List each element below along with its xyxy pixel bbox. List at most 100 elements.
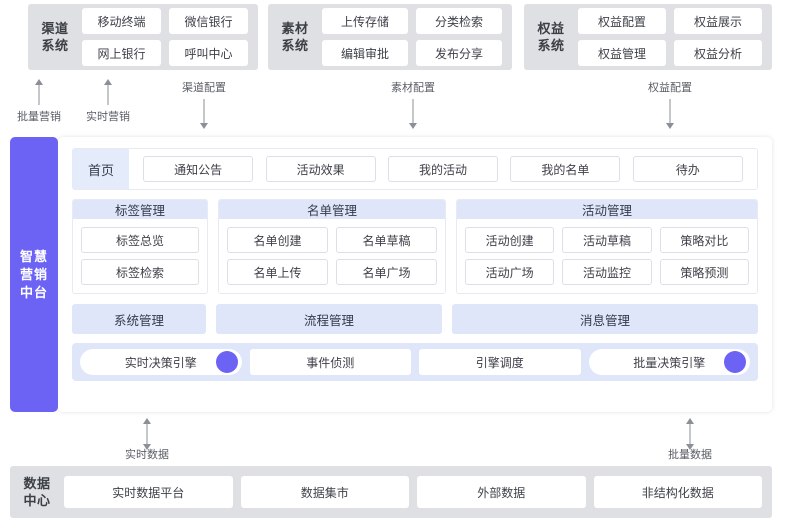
arrow-label-batch-data: 批量数据 <box>668 449 712 461</box>
arrow-label-material-config: 素材配置 <box>391 82 435 94</box>
item-list-create[interactable]: 名单创建 <box>227 227 328 253</box>
material-system-panel: 素材 系统 上传存储 分类检索 编辑审批 发布分享 <box>268 4 512 70</box>
tab-my-activity[interactable]: 我的活动 <box>387 156 498 182</box>
material-system-title: 素材 系统 <box>268 20 322 54</box>
data-item-data-mart[interactable]: 数据集市 <box>240 476 409 508</box>
card-list-management: 名单管理 名单创建 名单草稿 名单上传 名单广场 <box>218 199 446 294</box>
channel-item-call-center[interactable]: 呼叫中心 <box>169 40 248 66</box>
tab-my-list[interactable]: 我的名单 <box>510 156 621 182</box>
data-item-external-data[interactable]: 外部数据 <box>417 476 586 508</box>
material-item-edit-approval[interactable]: 编辑审批 <box>322 40 408 66</box>
data-item-realtime-platform[interactable]: 实时数据平台 <box>64 476 233 508</box>
tab-todo[interactable]: 待办 <box>632 156 743 182</box>
arrow-label-rights-config: 权益配置 <box>648 82 692 94</box>
data-center-title: 数据 中心 <box>10 475 64 509</box>
platform-engine-row: 实时决策引擎 事件侦测 引擎调度 批量决策引擎 <box>72 343 758 381</box>
engine-batch-decision[interactable]: 批量决策引擎 <box>588 349 750 375</box>
data-center-title-line-1: 数据 <box>23 476 51 491</box>
arrow-shaft <box>203 99 205 124</box>
rights-item-config[interactable]: 权益配置 <box>578 8 666 34</box>
arrow-shaft <box>38 84 40 105</box>
platform-card-row: 标签管理 标签总览 标签检索 名单管理 名单创建 名单草稿 名单上传 名单广场 <box>72 199 758 294</box>
channel-system-panel: 渠道 系统 移动终端 微信银行 网上银行 呼叫中心 <box>28 4 258 70</box>
item-list-draft[interactable]: 名单草稿 <box>336 227 437 253</box>
arrow-head-up-icon <box>35 79 43 85</box>
arrow-label-batch-marketing: 批量营销 <box>17 111 61 123</box>
arrow-label-channel-config: 渠道配置 <box>182 82 226 94</box>
item-strategy-forecast[interactable]: 策略预测 <box>659 259 749 285</box>
arrow-head-up-icon <box>104 79 112 85</box>
rights-system-title: 权益 系统 <box>524 20 578 54</box>
rights-system-title-line-2: 系统 <box>537 38 565 53</box>
material-system-title-line-2: 系统 <box>281 38 309 53</box>
material-system-items: 上传存储 分类检索 编辑审批 发布分享 <box>322 0 512 74</box>
channel-item-online-bank[interactable]: 网上银行 <box>82 40 161 66</box>
card-activity-management: 活动管理 活动创建 活动草稿 策略对比 活动广场 活动监控 策略预测 <box>456 199 758 294</box>
engine-realtime-decision-label: 实时决策引擎 <box>124 355 197 370</box>
platform-panel: 首页 通知公告 活动效果 我的活动 我的名单 待办 标签管理 标签总览 标签检索 <box>58 137 772 412</box>
tab-list: 通知公告 活动效果 我的活动 我的名单 待办 <box>129 156 757 182</box>
data-center-title-line-2: 中心 <box>23 493 51 508</box>
mgmt-system-management[interactable]: 系统管理 <box>72 304 206 334</box>
arrow-head-up-icon <box>686 418 694 424</box>
arrow-shaft <box>669 99 671 124</box>
arrow-rights-config <box>662 99 678 129</box>
item-strategy-compare[interactable]: 策略对比 <box>659 227 749 253</box>
platform-sidebar: 智慧营销中台 <box>10 137 58 412</box>
material-item-category-search[interactable]: 分类检索 <box>416 8 502 34</box>
item-tag-search[interactable]: 标签检索 <box>81 259 199 285</box>
item-tag-overview[interactable]: 标签总览 <box>81 227 199 253</box>
rights-system-panel: 权益 系统 权益配置 权益展示 权益管理 权益分析 <box>524 4 772 70</box>
item-activity-create[interactable]: 活动创建 <box>465 227 555 253</box>
tab-activity-effect[interactable]: 活动效果 <box>265 156 376 182</box>
channel-item-wechat-bank[interactable]: 微信银行 <box>169 8 248 34</box>
data-center-panel: 数据 中心 实时数据平台 数据集市 外部数据 非结构化数据 <box>10 466 772 518</box>
arrow-label-realtime-marketing: 实时营销 <box>86 111 130 123</box>
material-item-upload-storage[interactable]: 上传存储 <box>322 8 408 34</box>
item-list-upload[interactable]: 名单上传 <box>227 259 328 285</box>
card-activity-management-title: 活动管理 <box>457 200 757 219</box>
arrow-shaft <box>146 423 148 445</box>
arrow-head-down-icon <box>143 444 151 450</box>
item-list-square[interactable]: 名单广场 <box>336 259 437 285</box>
engine-event-detection[interactable]: 事件侦测 <box>249 349 411 375</box>
engine-batch-decision-label: 批量决策引擎 <box>633 355 706 370</box>
item-activity-draft[interactable]: 活动草稿 <box>562 227 652 253</box>
engine-scheduling[interactable]: 引擎调度 <box>419 349 581 375</box>
card-list-management-title: 名单管理 <box>219 200 445 219</box>
rights-item-display[interactable]: 权益展示 <box>674 8 762 34</box>
engine-realtime-decision[interactable]: 实时决策引擎 <box>80 349 242 375</box>
arrow-head-down-icon <box>200 123 208 129</box>
data-center-items: 实时数据平台 数据集市 外部数据 非结构化数据 <box>64 466 772 518</box>
arrow-label-realtime-data: 实时数据 <box>125 449 169 461</box>
item-activity-square[interactable]: 活动广场 <box>465 259 555 285</box>
rights-item-analysis[interactable]: 权益分析 <box>674 40 762 66</box>
arrow-realtime-data <box>139 418 155 450</box>
rights-item-manage[interactable]: 权益管理 <box>578 40 666 66</box>
card-list-management-body: 名单创建 名单草稿 名单上传 名单广场 <box>219 219 445 293</box>
item-activity-monitor[interactable]: 活动监控 <box>562 259 652 285</box>
platform-tab-bar: 首页 通知公告 活动效果 我的活动 我的名单 待办 <box>72 148 758 190</box>
card-tag-management-body: 标签总览 标签检索 <box>73 219 207 293</box>
engine-batch-decision-dot-icon <box>724 351 746 373</box>
data-item-unstructured-data[interactable]: 非结构化数据 <box>593 476 762 508</box>
material-item-publish-share[interactable]: 发布分享 <box>416 40 502 66</box>
arrow-channel-config <box>196 99 212 129</box>
arrow-batch-marketing <box>31 79 47 105</box>
channel-system-title-line-1: 渠道 <box>41 21 69 36</box>
mgmt-process-management[interactable]: 流程管理 <box>216 304 442 334</box>
tab-home[interactable]: 首页 <box>73 149 129 189</box>
arrow-head-down-icon <box>666 123 674 129</box>
channel-system-title-line-2: 系统 <box>41 38 69 53</box>
arrow-head-down-icon <box>686 444 694 450</box>
mgmt-message-management[interactable]: 消息管理 <box>452 304 758 334</box>
arrow-shaft <box>107 84 109 105</box>
tab-notice-announcement[interactable]: 通知公告 <box>143 156 254 182</box>
arrow-batch-data <box>682 418 698 450</box>
rights-system-title-line-1: 权益 <box>537 21 565 36</box>
card-tag-management: 标签管理 标签总览 标签检索 <box>72 199 208 294</box>
channel-item-mobile[interactable]: 移动终端 <box>82 8 161 34</box>
smart-marketing-platform: 智慧营销中台 首页 通知公告 活动效果 我的活动 我的名单 待办 标签管理 <box>10 137 772 412</box>
card-tag-management-title: 标签管理 <box>73 200 207 219</box>
